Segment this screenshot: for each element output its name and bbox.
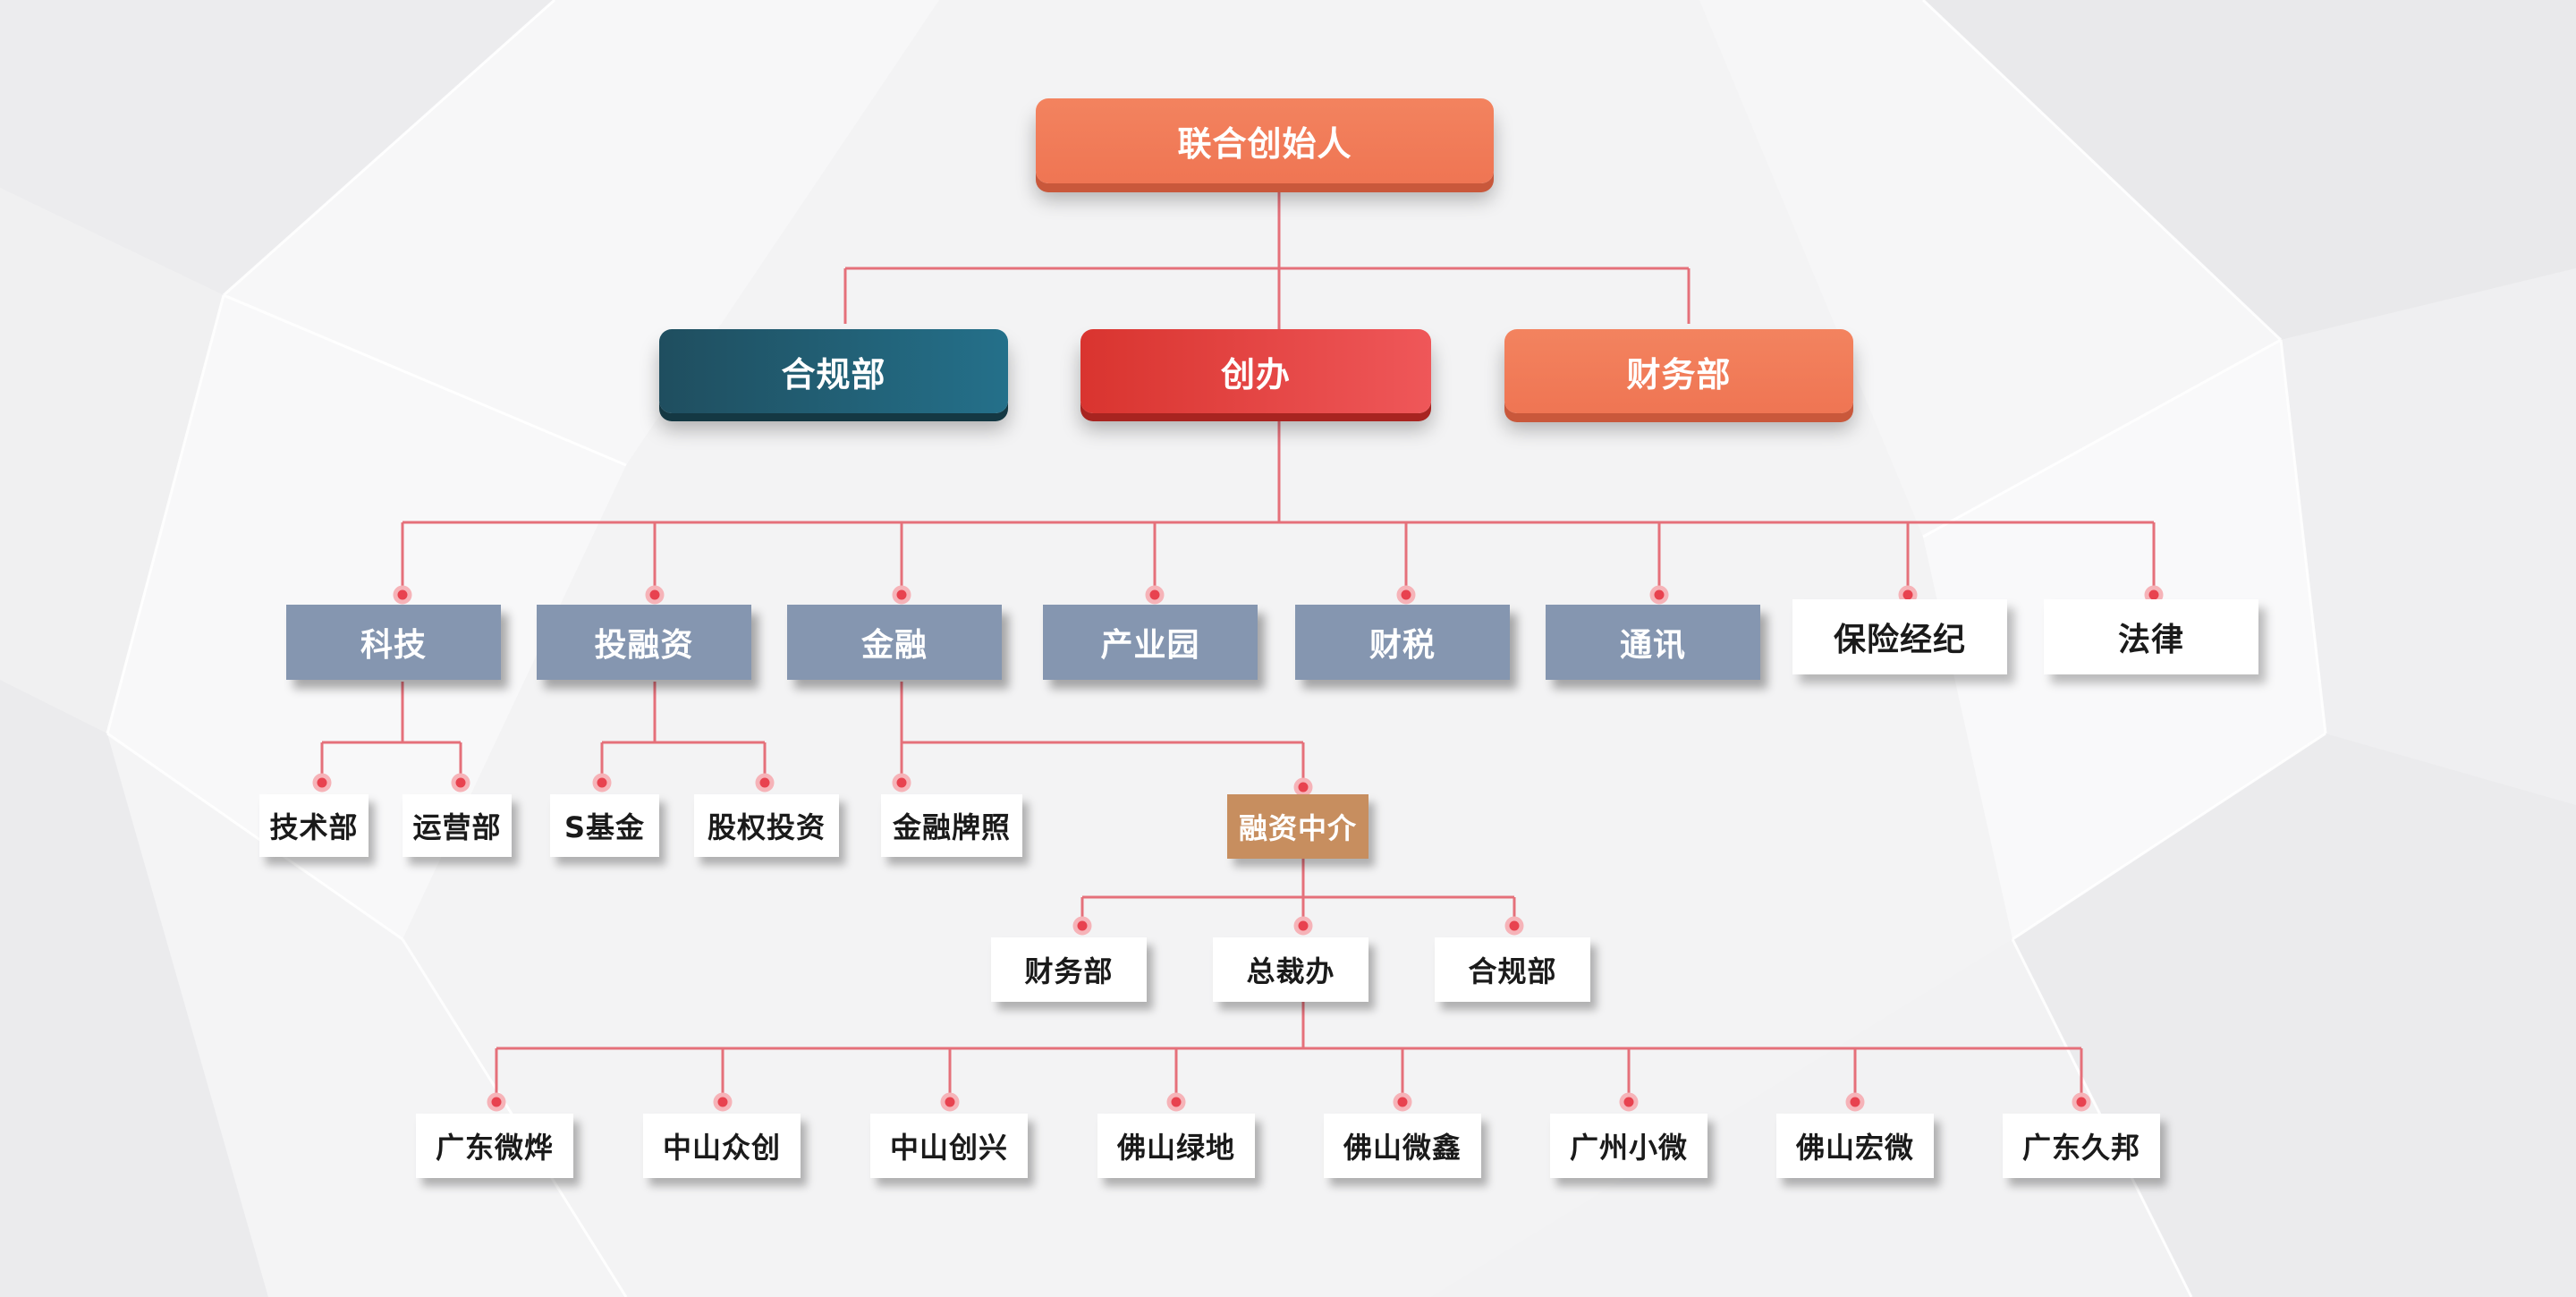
node-label: 联合创始人: [1177, 124, 1352, 164]
node-industrial-park: 产业园: [1043, 605, 1258, 680]
node-tech-dept: 技术部: [259, 794, 369, 857]
node-compliance: 合规部: [659, 329, 1008, 413]
node-company: 广州小微: [1550, 1114, 1707, 1178]
node-label: 法律: [2117, 622, 2184, 658]
node-tech: 科技: [286, 605, 501, 680]
node-label: 广州小微: [1569, 1131, 1688, 1165]
node-company: 广东微烨: [416, 1114, 573, 1178]
node-company: 佛山微鑫: [1324, 1114, 1481, 1178]
node-tax: 财税: [1295, 605, 1510, 680]
node-label: 佛山绿地: [1116, 1131, 1235, 1165]
node-label: 技术部: [269, 810, 359, 844]
node-company: 佛山宏微: [1776, 1114, 1934, 1178]
node-label: 产业园: [1100, 627, 1200, 664]
node-label: 广东微烨: [435, 1131, 554, 1165]
node-label: 财务部: [1626, 354, 1732, 394]
node-company: 中山众创: [643, 1114, 801, 1178]
node-operations-dept: 运营部: [402, 794, 512, 857]
node-investment: 投融资: [537, 605, 751, 680]
node-label: 财税: [1368, 627, 1436, 664]
node-label: 通讯: [1619, 627, 1686, 664]
node-label: 佛山微鑫: [1343, 1131, 1462, 1165]
node-label: 合规部: [1468, 954, 1557, 988]
node-compliance-dept: 合规部: [1435, 937, 1590, 1002]
node-label: 财务部: [1024, 954, 1114, 988]
node-label: 金融: [860, 627, 928, 664]
node-label: 融资中介: [1238, 811, 1357, 845]
node-label: 科技: [360, 627, 427, 664]
node-label: 保险经纪: [1833, 622, 1966, 658]
node-label: 合规部: [781, 354, 886, 394]
node-equity-investment: 股权投资: [694, 794, 839, 857]
node-label: S基金: [564, 810, 646, 844]
node-label: 创办: [1220, 354, 1291, 394]
node-company: 佛山绿地: [1097, 1114, 1255, 1178]
node-label: 广东久邦: [2021, 1131, 2140, 1165]
node-label: 佛山宏微: [1795, 1131, 1914, 1165]
node-legal: 法律: [2044, 599, 2258, 674]
node-label: 总裁办: [1246, 954, 1335, 988]
node-finance-sector: 金融: [787, 605, 1002, 680]
node-finance-license: 金融牌照: [881, 794, 1022, 857]
node-founder-office: 创办: [1080, 329, 1431, 413]
node-label: 投融资: [594, 627, 694, 664]
node-ceo-office: 总裁办: [1213, 937, 1368, 1002]
node-label: 股权投资: [707, 810, 826, 844]
node-finance: 财务部: [1504, 329, 1853, 413]
node-financing-agency: 融资中介: [1227, 794, 1368, 859]
node-label: 金融牌照: [892, 810, 1011, 844]
node-company: 广东久邦: [2003, 1114, 2160, 1178]
node-insurance: 保险经纪: [1792, 599, 2007, 674]
node-s-fund: S基金: [550, 794, 659, 857]
node-finance-dept: 财务部: [991, 937, 1147, 1002]
node-label: 中山众创: [662, 1131, 781, 1165]
node-co-founder: 联合创始人: [1036, 98, 1494, 183]
node-label: 运营部: [412, 810, 502, 844]
node-label: 中山创兴: [889, 1131, 1008, 1165]
node-telecom: 通讯: [1546, 605, 1760, 680]
node-company: 中山创兴: [870, 1114, 1028, 1178]
